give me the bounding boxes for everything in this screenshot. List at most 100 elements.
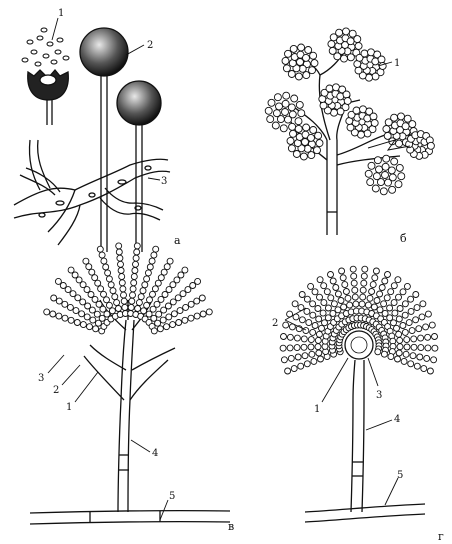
conidium bbox=[310, 301, 316, 307]
spore bbox=[314, 147, 321, 154]
conidium bbox=[315, 306, 321, 312]
conidium bbox=[413, 317, 419, 323]
conidium bbox=[182, 267, 188, 273]
spore bbox=[320, 102, 327, 109]
conidium bbox=[147, 297, 153, 303]
conidium bbox=[194, 298, 200, 304]
conidium bbox=[291, 366, 297, 372]
conidium bbox=[176, 320, 182, 326]
spore bbox=[295, 73, 302, 80]
conidium bbox=[121, 298, 127, 304]
spore bbox=[303, 54, 310, 61]
conidium bbox=[134, 249, 140, 255]
conidium bbox=[101, 258, 107, 264]
conidium bbox=[195, 278, 201, 284]
conidium bbox=[132, 268, 138, 274]
conidium bbox=[80, 322, 86, 328]
panel-a bbox=[14, 18, 170, 252]
conidium bbox=[298, 363, 304, 369]
spore bbox=[285, 116, 292, 123]
conidium bbox=[122, 304, 128, 310]
conidium bbox=[335, 291, 341, 297]
conidium bbox=[402, 301, 408, 307]
conidium bbox=[316, 350, 322, 356]
conidium bbox=[306, 320, 312, 326]
conidium bbox=[68, 317, 74, 323]
conidium bbox=[114, 300, 120, 306]
spore bbox=[268, 99, 275, 106]
conidium bbox=[90, 317, 96, 323]
spore bbox=[298, 110, 305, 117]
conidium bbox=[183, 304, 189, 310]
spore bbox=[305, 47, 312, 54]
conidium bbox=[414, 305, 420, 311]
conidium bbox=[152, 286, 158, 292]
panel-b bbox=[265, 28, 434, 235]
conidium bbox=[391, 300, 397, 306]
conidium bbox=[304, 308, 310, 314]
spore bbox=[367, 179, 374, 186]
conidium bbox=[133, 255, 139, 261]
conidia-chains bbox=[44, 243, 213, 334]
spore bbox=[383, 155, 390, 162]
spore bbox=[283, 65, 290, 72]
spore bbox=[291, 95, 298, 102]
conidium bbox=[194, 313, 200, 319]
spore bbox=[295, 125, 302, 132]
label-b-1: 1 bbox=[394, 58, 400, 69]
conidium bbox=[381, 351, 387, 357]
conidium bbox=[97, 246, 103, 252]
label-g-3: 3 bbox=[376, 390, 382, 401]
conidium bbox=[150, 291, 156, 297]
conidium bbox=[408, 308, 414, 314]
conidium bbox=[362, 266, 368, 272]
conidium bbox=[108, 282, 114, 288]
conidium bbox=[338, 298, 344, 304]
spore bbox=[274, 94, 281, 101]
conidium bbox=[411, 344, 417, 350]
conidium bbox=[319, 325, 325, 331]
conidium bbox=[56, 313, 62, 319]
conidium bbox=[420, 301, 426, 307]
spore bbox=[355, 43, 362, 50]
conidium bbox=[151, 328, 157, 334]
conidium bbox=[153, 246, 159, 252]
spore bbox=[409, 121, 416, 128]
label-g-1: 1 bbox=[314, 404, 320, 415]
spore bbox=[310, 52, 317, 59]
conidium bbox=[128, 304, 134, 310]
conidium bbox=[104, 297, 110, 303]
conidium bbox=[115, 306, 121, 312]
spore bbox=[354, 36, 361, 43]
conidium bbox=[140, 288, 146, 294]
conidium bbox=[294, 345, 300, 351]
conidium bbox=[352, 294, 358, 300]
conidium bbox=[83, 258, 89, 264]
conidium bbox=[374, 298, 380, 304]
conidium bbox=[408, 296, 414, 302]
spore bbox=[344, 98, 351, 105]
spore bbox=[288, 71, 295, 78]
label-a-2: 2 bbox=[147, 40, 153, 51]
conidium bbox=[317, 277, 323, 283]
conidium bbox=[116, 249, 122, 255]
conidium bbox=[392, 310, 398, 316]
conidium bbox=[206, 309, 212, 315]
conidium bbox=[199, 295, 205, 301]
conidium bbox=[160, 317, 166, 323]
conidium bbox=[325, 305, 331, 311]
conidium bbox=[73, 308, 79, 314]
spore bbox=[396, 140, 403, 147]
spore bbox=[376, 166, 383, 173]
conidium bbox=[280, 345, 286, 351]
spore bbox=[336, 29, 343, 36]
conidium bbox=[112, 294, 118, 300]
conidium bbox=[142, 282, 148, 288]
conidium bbox=[304, 296, 310, 302]
conidium bbox=[157, 326, 163, 332]
spore bbox=[295, 118, 302, 125]
spore bbox=[303, 124, 310, 131]
conidium bbox=[299, 292, 305, 298]
conidium bbox=[151, 252, 157, 258]
conidium bbox=[312, 289, 318, 295]
